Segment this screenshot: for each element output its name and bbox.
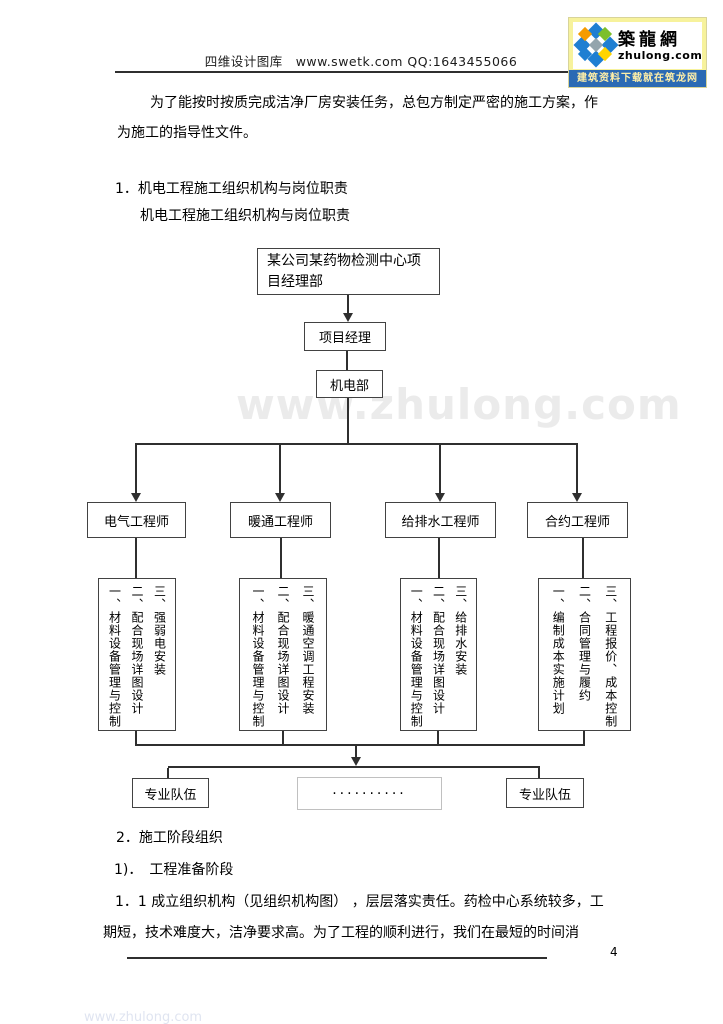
connector-line <box>438 538 440 578</box>
zhulong-logo-inner: 築龍網 zhulong.com <box>573 22 702 69</box>
duty-item: 一、材料设备管理与控制 <box>251 585 265 728</box>
section-2-subheading: 1)． 工程准备阶段 <box>114 862 234 878</box>
section-subheading: 机电工程施工组织机构与岗位职责 <box>140 208 350 224</box>
connector-line <box>135 538 137 578</box>
team-box-right: 专业队伍 <box>506 778 584 808</box>
arrow-down-icon <box>275 493 285 502</box>
connector-line <box>135 443 137 493</box>
duty-item: 二、配合现场详图设计 <box>130 585 144 715</box>
ellipsis-box: ·········· <box>297 777 442 810</box>
pinwheel-icon <box>573 22 619 68</box>
logo-text-block: 築龍網 zhulong.com <box>618 30 702 62</box>
connector-line <box>279 443 281 493</box>
connector-line <box>347 398 349 444</box>
engineer-box-contract: 合约工程师 <box>527 502 628 538</box>
body-line-1: 1．1 成立组织机构（见组织机构图） ，层层落实责任。药检中心系统较多，工 <box>115 894 604 910</box>
connector-line <box>136 443 578 445</box>
connector-line <box>355 746 357 757</box>
logo-site-domain: zhulong.com <box>618 48 703 62</box>
duty-box-contract: 一、编制成本实施计划 二、合同管理与履约 三、工程报价、成本控制 <box>538 578 631 731</box>
connector-line <box>439 443 441 493</box>
logo-site-name: 築龍網 <box>618 29 681 50</box>
intro-line-2: 为施工的指导性文件。 <box>117 125 257 141</box>
duty-box-plumbing: 一、材料设备管理与控制 二、配合现场详图设计 三、给排水安装 <box>400 578 477 731</box>
duty-box-electrical: 一、材料设备管理与控制 二、配合现场详图设计 三、强弱电安装 <box>98 578 176 731</box>
arrow-down-icon <box>435 493 445 502</box>
connector-line <box>346 351 348 370</box>
duty-item: 一、编制成本实施计划 <box>551 585 566 715</box>
intro-line-1: 为了能按时按质完成洁净厂房安装任务，总包方制定严密的施工方案，作 <box>150 95 598 111</box>
duty-item: 二、合同管理与履约 <box>577 585 592 702</box>
connector-line <box>437 730 439 746</box>
duty-item: 二、配合现场详图设计 <box>276 585 290 715</box>
zhulong-logo: 築龍網 zhulong.com 建筑资料下载就在筑龙网 <box>568 17 707 88</box>
duty-item: 三、工程报价、成本控制 <box>603 585 618 728</box>
header-library-text: 四维设计图库 www.swetk.com QQ:1643455066 <box>204 54 518 69</box>
duty-item: 二、配合现场详图设计 <box>431 585 446 715</box>
connector-line <box>538 768 540 779</box>
section-2-heading: 2．施工阶段组织 <box>116 830 223 846</box>
connector-line <box>135 730 137 746</box>
logo-banner-text: 建筑资料下载就在筑龙网 <box>569 70 706 87</box>
arrow-down-icon <box>572 493 582 502</box>
connector-line <box>135 744 585 746</box>
engineer-box-plumbing: 给排水工程师 <box>385 502 496 538</box>
connector-line <box>167 768 169 779</box>
footer-divider <box>127 957 547 959</box>
connector-line <box>347 294 349 315</box>
connector-line <box>583 730 585 746</box>
org-mech-elec-dept-box: 机电部 <box>316 370 383 398</box>
org-project-manager-box: 项目经理 <box>304 322 386 351</box>
duty-item: 三、强弱电安装 <box>152 585 167 676</box>
arrow-down-icon <box>131 493 141 502</box>
section-heading: 1．机电工程施工组织机构与岗位职责 <box>115 181 348 197</box>
arrow-down-icon <box>351 757 361 766</box>
body-line-2: 期短，技术难度大，洁净要求高。为了工程的顺利进行，我们在最短的时间消 <box>103 925 579 941</box>
corner-watermark-fragment: www.zhulong.com <box>84 1010 203 1024</box>
duty-box-hvac: 一、材料设备管理与控制 二、配合现场详图设计 三、暖通空调工程安装 <box>239 578 327 731</box>
connector-line <box>168 766 540 768</box>
team-box-left: 专业队伍 <box>132 778 209 808</box>
engineer-box-hvac: 暖通工程师 <box>230 502 331 538</box>
org-root-box: 某公司某药物检测中心项目经理部 <box>257 248 440 295</box>
header-divider <box>115 71 607 73</box>
duty-item: 三、给排水安装 <box>453 585 468 676</box>
connector-line <box>576 443 578 493</box>
connector-line <box>282 730 284 746</box>
duty-item: 一、材料设备管理与控制 <box>107 585 122 728</box>
connector-line <box>280 538 282 578</box>
page-number: 4 <box>610 945 618 959</box>
connector-line <box>582 538 584 578</box>
duty-item: 三、暖通空调工程安装 <box>301 585 315 715</box>
watermark-text: www.zhulong.com <box>236 380 682 429</box>
arrow-down-icon <box>343 313 353 322</box>
duty-item: 一、材料设备管理与控制 <box>409 585 424 728</box>
engineer-box-electrical: 电气工程师 <box>87 502 186 538</box>
